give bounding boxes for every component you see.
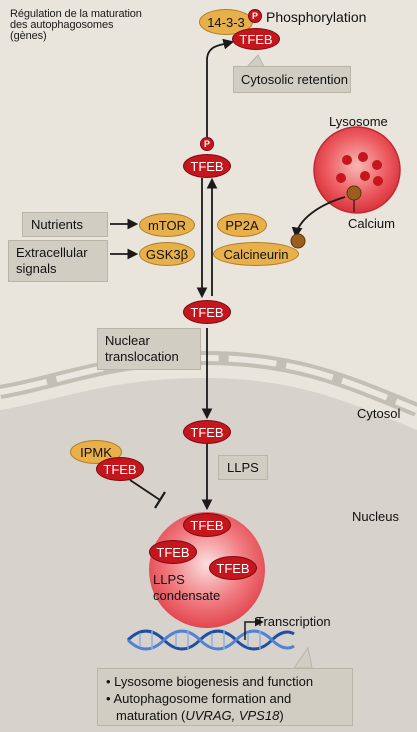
translocation-line-1: Nuclear bbox=[105, 333, 150, 348]
output-line-3-close: ) bbox=[279, 708, 284, 723]
phosphorylation-label: Phosphorylation bbox=[266, 9, 367, 25]
mtor-kinase: mTOR bbox=[139, 213, 195, 237]
lysosome-calcium-dot bbox=[346, 185, 362, 201]
dna-helix bbox=[126, 629, 295, 651]
calcineurin-phosphatase: Calcineurin bbox=[213, 242, 299, 266]
header-line-3: (gènes) bbox=[10, 30, 47, 42]
ipmk-kinase: IPMK bbox=[70, 440, 122, 464]
nucleus-label: Nucleus bbox=[352, 509, 399, 524]
llps-box: LLPS bbox=[218, 455, 268, 480]
nuclear-translocation-box: Nuclear translocation bbox=[97, 328, 201, 370]
header-line-1: Régulation de la maturation bbox=[10, 8, 142, 20]
cytosol-label: Cytosol bbox=[357, 406, 401, 421]
output-line-2: • Autophagosome formation and bbox=[106, 691, 292, 706]
calcium-label: Calcium bbox=[348, 216, 395, 231]
condensate-label: LLPS condensate bbox=[153, 572, 220, 604]
header-line-2: des autophagosomes bbox=[10, 19, 114, 31]
transcription-arrow bbox=[244, 617, 264, 640]
lysosome-label: Lysosome bbox=[329, 114, 388, 129]
ipmk-inhibition-line bbox=[129, 479, 161, 501]
output-line-1: • Lysosome biogenesis and function bbox=[106, 674, 314, 689]
tfeb-ipmk-bound: TFEB bbox=[96, 457, 144, 481]
figure-header: Régulation de la maturation des autophag… bbox=[10, 9, 142, 42]
phosphate-icon: P bbox=[200, 137, 214, 151]
condensate-line-1: LLPS bbox=[153, 572, 185, 587]
tfeb-dephosphorylated: TFEB bbox=[183, 300, 231, 324]
top-phosphate-icon: P bbox=[248, 9, 262, 23]
tfeb-bound-14-3-3: TFEB bbox=[232, 28, 280, 50]
tfeb-phosphorylated: TFEB bbox=[183, 154, 231, 178]
condensate-line-2: condensate bbox=[153, 588, 221, 603]
protein-14-3-3: 14-3-3 bbox=[199, 9, 253, 35]
condensate-tfeb-2: TFEB bbox=[149, 540, 197, 564]
phosphorylation-arrow bbox=[206, 38, 235, 144]
translocation-line-2: translocation bbox=[105, 349, 179, 364]
cytosolic-retention-box: Cytosolic retention bbox=[233, 66, 351, 93]
calcium-arrow bbox=[291, 196, 346, 239]
lysosome-body bbox=[313, 126, 401, 214]
extracellular-line-1: Extracellular bbox=[16, 245, 88, 260]
extracellular-line-2: signals bbox=[16, 261, 57, 276]
output-line-3: maturation (UVRAG, VPS18) bbox=[106, 707, 352, 724]
extracellular-signals-box: Extracellular signals bbox=[8, 240, 108, 282]
calcineurin-calcium-dot bbox=[290, 233, 306, 249]
gsk3b-kinase: GSK3β bbox=[139, 242, 195, 266]
condensate-tfeb-1: TFEB bbox=[183, 513, 231, 537]
ipmk-inhibition-bar bbox=[154, 491, 166, 509]
pp2a-phosphatase: PP2A bbox=[217, 213, 267, 237]
nutrients-box: Nutrients bbox=[22, 212, 108, 237]
condensate-tfeb-3: TFEB bbox=[209, 556, 257, 580]
tfeb-nuclear: TFEB bbox=[183, 420, 231, 444]
transcription-output-box: • Lysosome biogenesis and function • Aut… bbox=[97, 668, 353, 726]
transcription-label: Transcription bbox=[256, 614, 331, 629]
output-line-3-plain: maturation ( bbox=[116, 708, 186, 723]
nuclear-pores bbox=[0, 354, 417, 413]
lysosome-vesicles bbox=[336, 152, 383, 186]
output-gene-names: UVRAG, VPS18 bbox=[185, 708, 280, 723]
